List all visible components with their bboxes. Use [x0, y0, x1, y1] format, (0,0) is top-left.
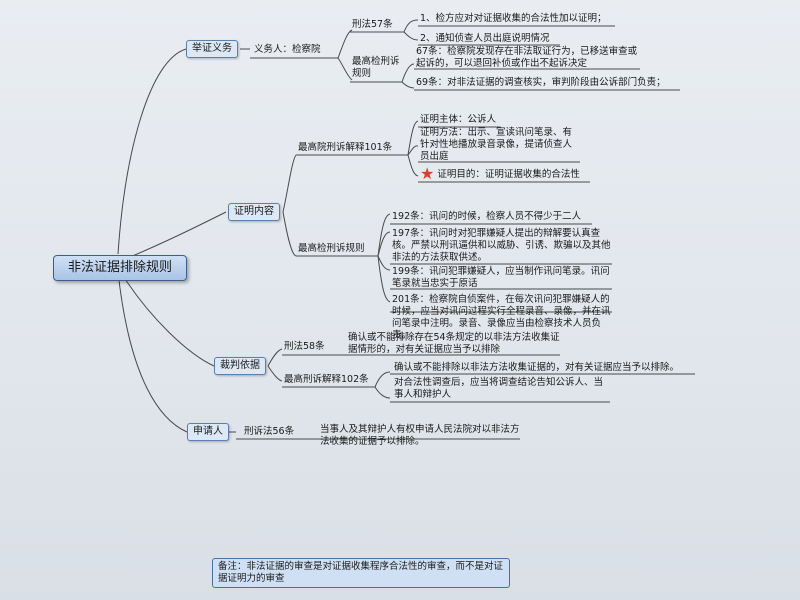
branch-trial-basis[interactable]: 裁判依据: [214, 357, 266, 375]
article-197-text: 197条：讯问时对犯罪嫌疑人提出的辩解要认真查核。严禁以刑讯逼供和以威胁、引诱、…: [392, 228, 611, 263]
criminal-law-58-label: 刑法58条: [284, 341, 325, 352]
spc-interpretation-102-label: 最高刑诉解释102条: [284, 374, 369, 385]
root-topic[interactable]: 非法证据排除规则: [53, 255, 188, 281]
spp-rules-label-1: 最高检刑诉规则: [352, 56, 400, 79]
article-201-text: 201条：检察院自侦案件，在每次讯问犯罪嫌疑人的时候，应当对讯问过程实行全程录音…: [392, 294, 611, 341]
proof-purpose-label: 证明目的：证明证据收集的合法性: [437, 169, 580, 180]
branch-burden-of-proof[interactable]: 举证义务: [186, 40, 238, 58]
obligor-label: 义务人：检察院: [254, 44, 321, 55]
article-192-text: 192条：讯问的时候，检察人员不得少于二人: [392, 211, 582, 222]
article-69-text: 69条：对非法证据的调查核实，审判阶段由公诉部门负责；: [416, 77, 666, 88]
article-102-text-b: 对合法性调查后，应当将调查结论告知公诉人、当事人和辩护人: [394, 377, 604, 400]
article-199-text: 199条：讯问犯罪嫌疑人，应当制作讯问笔录。讯问笔录就当忠实于原话: [392, 266, 610, 289]
proof-method-text: 证明方法：出示、宣读讯问笔录、有针对性地播放录音录像，提请侦查人员出庭: [420, 127, 573, 162]
proof-purpose-text: ★证明目的：证明证据收集的合法性: [420, 164, 580, 183]
red-star-icon: ★: [420, 164, 435, 183]
branch-applicant[interactable]: 申请人: [187, 423, 229, 441]
criminal-law-57-label: 刑法57条: [352, 19, 393, 30]
footnote-box: 备注：非法证据的审查是对证据收集程序合法性的审查，而不是对证据证明力的审查: [212, 558, 510, 588]
cpl-56-label: 刑诉法56条: [244, 426, 295, 437]
article-102-text-a: 确认或不能排除以非法方法收集证据的，对有关证据应当予以排除。: [394, 362, 680, 373]
law58-text: 确认或不能排除存在54条规定的以非法方法收集证据情形的，对有关证据应当予以排除: [348, 332, 560, 355]
proof-subject-text: 证明主体：公诉人: [420, 114, 497, 125]
spc-interpretation-101-label: 最高院刑诉解释101条: [298, 142, 393, 153]
law57-item-2: 2、通知侦查人员出庭说明情况: [420, 33, 550, 44]
spp-rules-label-2: 最高检刑诉规则: [298, 243, 365, 254]
cpl56-text: 当事人及其辩护人有权申请人民法院对以非法方法收集的证据予以排除。: [320, 424, 520, 447]
branch-proof-content[interactable]: 证明内容: [228, 203, 280, 221]
law57-item-1: 1、检方应对对证据收集的合法性加以证明；: [420, 13, 607, 24]
article-67-text: 67条：检察院发现存在非法取证行为，已移送审查或起诉的，可以退回补侦或作出不起诉…: [416, 46, 638, 69]
